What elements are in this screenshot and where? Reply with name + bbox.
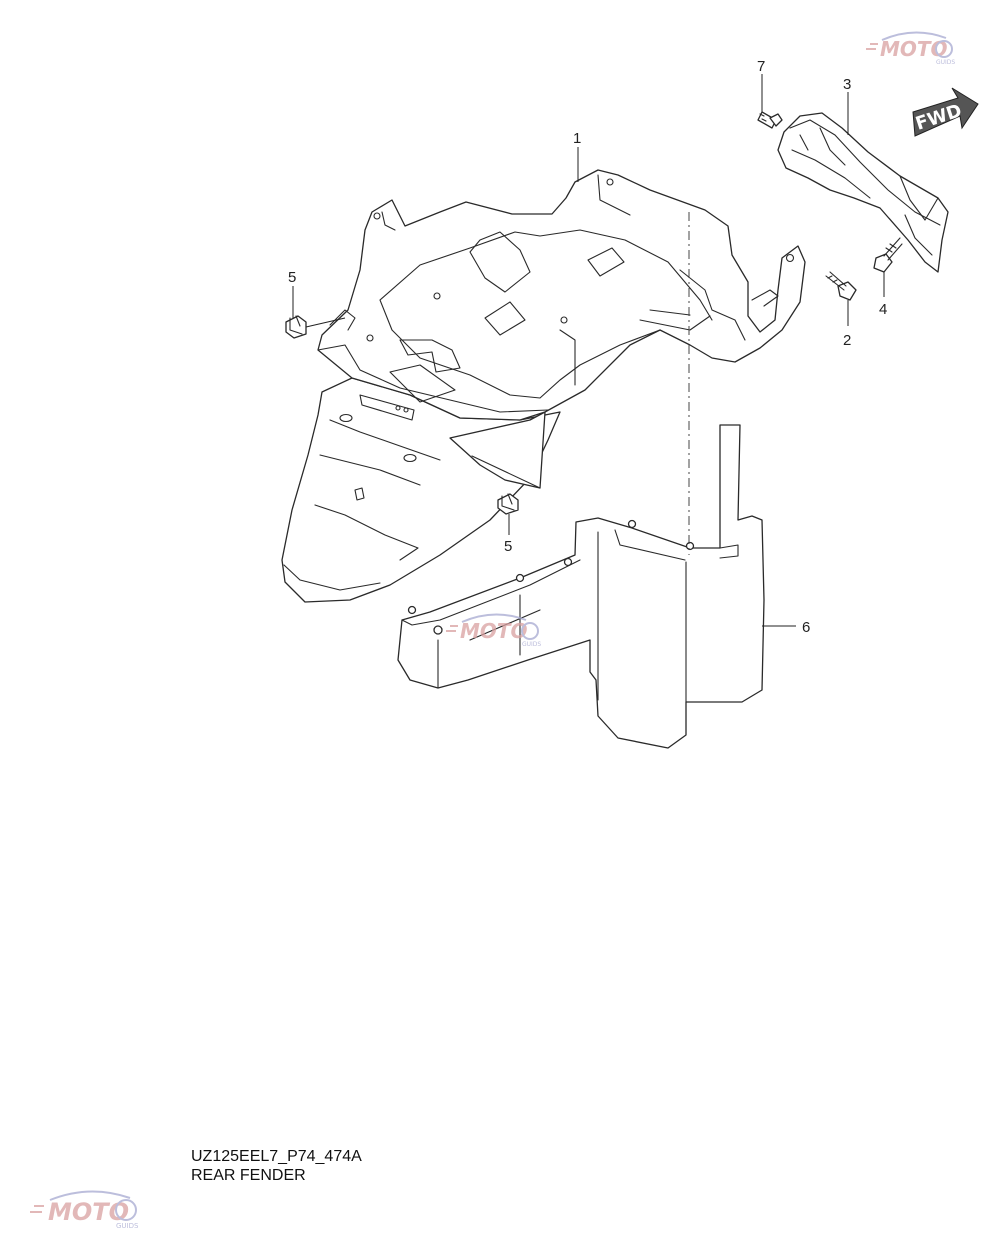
part-7-bolt[interactable] [757,111,783,129]
callout-1: 1 [573,130,581,147]
part-2-bolt[interactable] [825,271,857,301]
callout-4: 4 [879,301,887,318]
watermark-sub-bottom: GUIDS [116,1222,139,1230]
callout-6: 6 [802,619,810,636]
callout-7: 7 [757,58,765,75]
part-5-clip-lower[interactable] [497,493,519,515]
watermark-sub-mid: GUIDS [522,641,541,648]
watermark-sub-top: GUIDS [936,59,955,66]
watermark-text-mid: MOTO [460,619,528,643]
callout-5-lower: 5 [504,538,512,555]
watermark-text-top: MOTO [880,37,948,61]
part-3-side-cover[interactable] [777,112,949,273]
part-5-clip-left[interactable] [285,315,307,339]
leader-lines [292,74,885,627]
callout-3: 3 [843,76,851,93]
fwd-arrow-icon: FWD [912,87,979,137]
callouts: 1 2 3 4 5 5 6 7 [288,58,887,636]
callout-2: 2 [843,332,851,349]
part-4-bolt[interactable] [873,237,903,273]
part-1-rear-fender[interactable] [281,169,806,603]
diagram-title: REAR FENDER [191,1167,306,1184]
diagram-code: UZ125EEL7_P74_474A [191,1148,362,1165]
callout-5-left: 5 [288,269,296,286]
part-6-inner-panel[interactable] [397,424,765,749]
moto-guids-logo-icon: MOTO GUIDS MOTO GUIDS MOTO GUIDS [30,31,955,1230]
